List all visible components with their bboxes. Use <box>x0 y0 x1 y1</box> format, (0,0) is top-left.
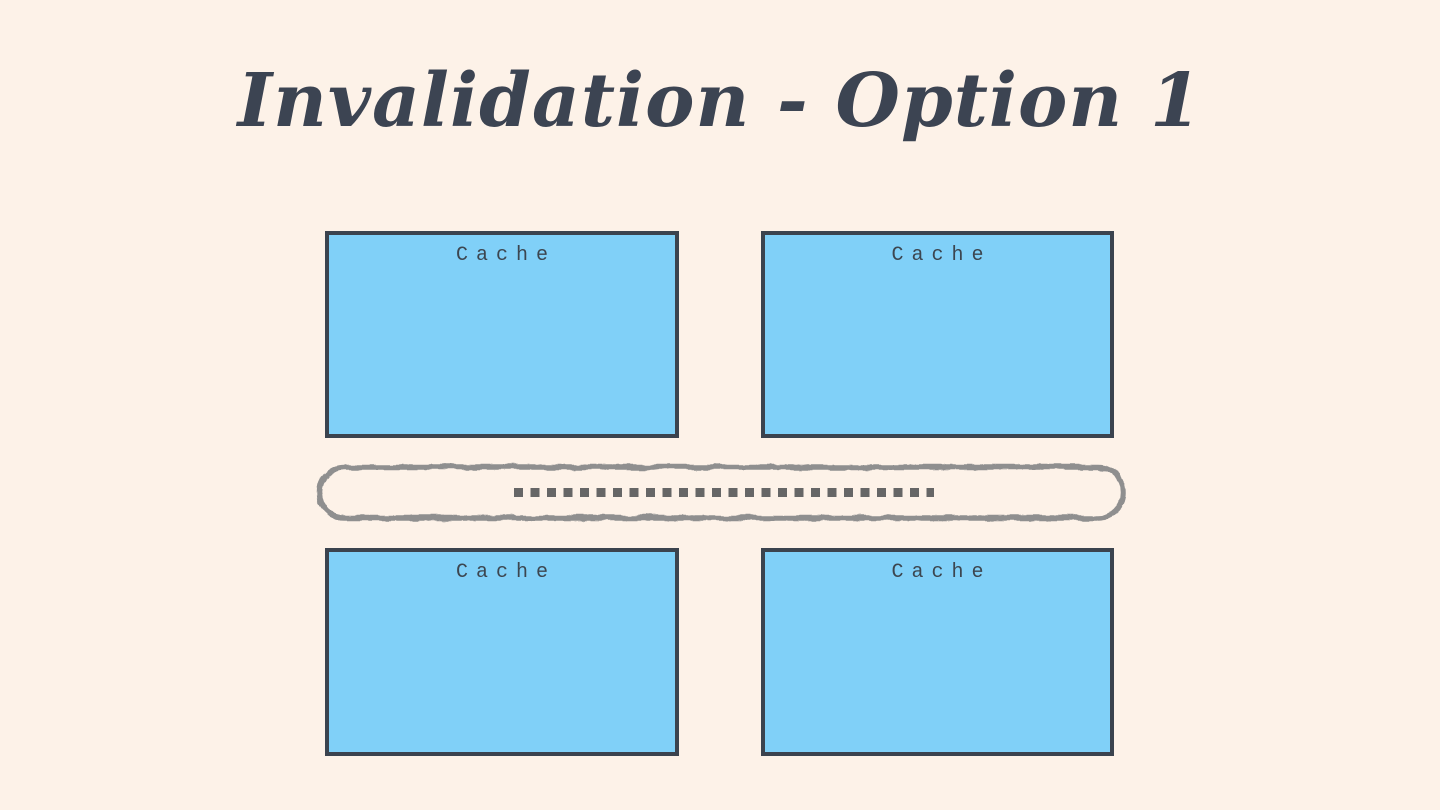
cache-box-bottom-left: Cache <box>325 548 679 756</box>
cache-label: Cache <box>891 244 992 267</box>
cache-box-top-right: Cache <box>761 231 1114 438</box>
cache-box-bottom-right: Cache <box>761 548 1114 756</box>
cache-box-top-left: Cache <box>325 231 679 438</box>
cache-label: Cache <box>455 244 556 267</box>
slide-title: Invalidation - Option 1 <box>237 58 1203 144</box>
cache-label: Cache <box>455 561 556 584</box>
slide-title-area: Invalidation - Option 1 <box>0 58 1440 144</box>
shared-bus-shape <box>316 464 1126 521</box>
cache-label: Cache <box>891 561 992 584</box>
